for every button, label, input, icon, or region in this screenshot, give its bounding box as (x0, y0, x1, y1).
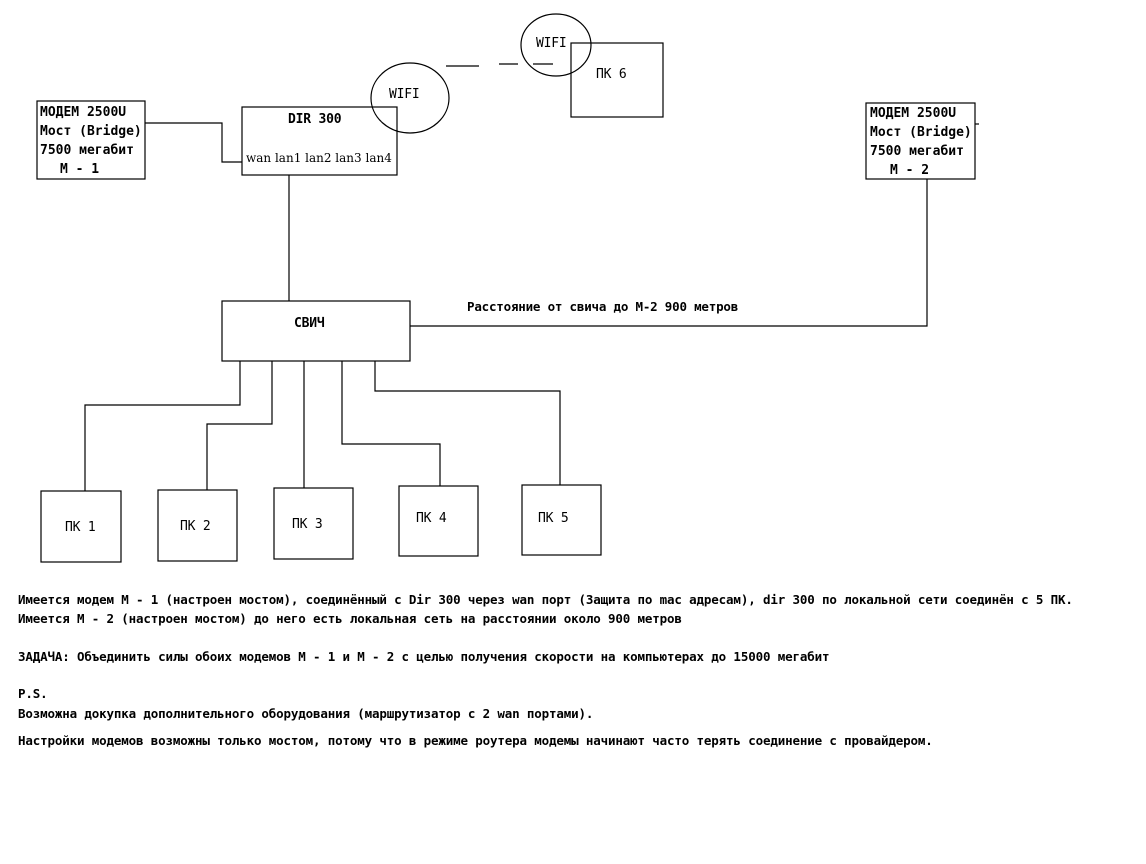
pc2-label: ПК 2 (180, 519, 211, 534)
switch-label: СВИЧ (294, 316, 325, 331)
pc1-label: ПК 1 (65, 520, 96, 535)
pc5-label: ПК 5 (538, 511, 569, 526)
pc4-box (398, 485, 479, 557)
modem1-mode: Мост (Bridge) (40, 124, 142, 139)
pc1-box (40, 490, 122, 563)
link-switch-pc1 (84, 361, 241, 491)
router-ports: wan lan1 lan2 lan3 lan4 (246, 151, 392, 165)
link-modem1-router (145, 122, 246, 163)
distance-note: Расстояние от свича до М-2 900 метров (467, 299, 739, 314)
modem1-model: МОДЕМ 2500U (40, 105, 127, 120)
wifi-router-label: WIFI (389, 87, 420, 102)
pc2-box (157, 489, 238, 562)
modem1-id: М - 1 (60, 162, 100, 177)
switch-box (221, 300, 411, 362)
link-switch-pc2 (206, 361, 273, 490)
description-line-1: Имеется модем М - 1 (настроен мостом), с… (18, 592, 1073, 607)
ps-line-1: Возможна докупка дополнительного оборудо… (18, 706, 594, 721)
router-box (241, 106, 398, 176)
modem1-box (36, 100, 146, 180)
pc3-label: ПК 3 (292, 517, 323, 532)
wifi-pc6-label: WIFI (536, 36, 567, 51)
description-line-2: Имеется М - 2 (настроен мостом) до него … (18, 611, 682, 626)
router-title: DIR 300 (288, 112, 342, 127)
modem1-label: МОДЕМ 2500U Мост (Bridge) 7500 мегабит М… (40, 103, 142, 179)
wifi-router-circle (370, 62, 450, 134)
pc5-box (521, 484, 602, 556)
modem2-mode: Мост (Bridge) (870, 125, 972, 140)
link-switch-pc5 (374, 361, 561, 485)
ps-label: P.S. (18, 686, 48, 701)
modem2-box (865, 102, 976, 180)
pc3-box (273, 487, 354, 560)
modem2-id: М - 2 (890, 163, 930, 178)
pc6-box (570, 42, 664, 118)
modem1-speed: 7500 мегабит (40, 143, 134, 158)
pc6-label: ПК 6 (596, 67, 627, 82)
modem2-model: МОДЕМ 2500U (870, 106, 957, 121)
modem2-speed: 7500 мегабит (870, 144, 964, 159)
pc4-label: ПК 4 (416, 511, 447, 526)
task-text: ЗАДАЧА: Объединить силы обоих модемов М … (18, 649, 830, 664)
link-switch-modem2 (410, 179, 928, 327)
ps-line-2: Настройки модемов возможны только мостом… (18, 733, 933, 748)
wifi-pc6-circle (520, 13, 592, 77)
modem2-label: МОДЕМ 2500U Мост (Bridge) 7500 мегабит М… (870, 104, 972, 180)
link-switch-pc4 (341, 361, 441, 486)
